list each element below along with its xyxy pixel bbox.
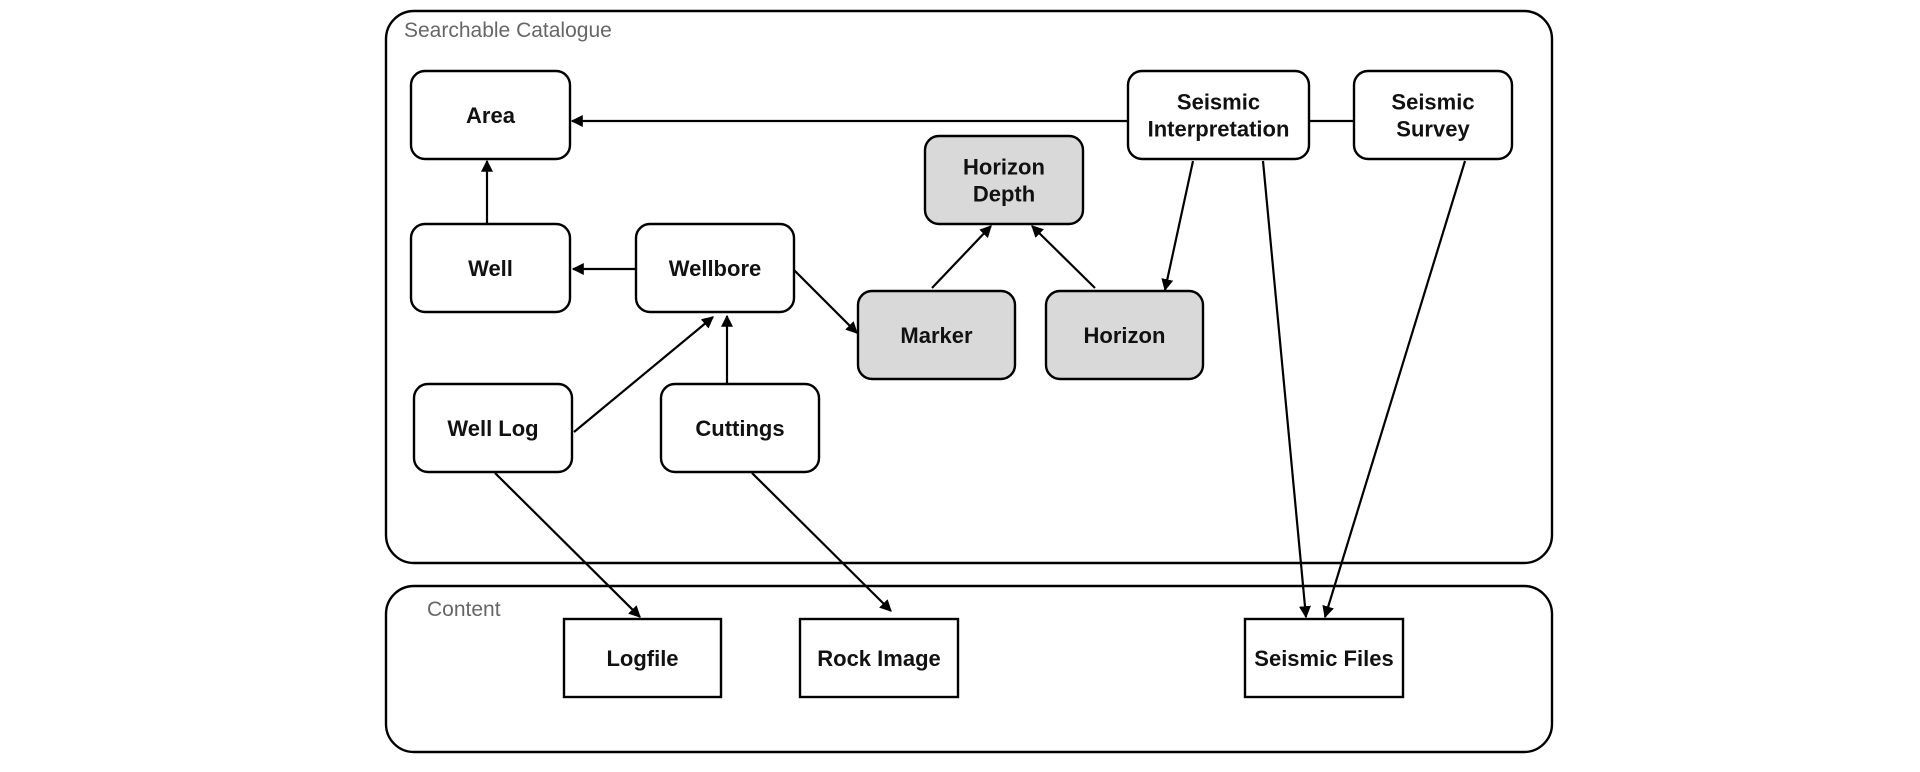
node-well-label: Well — [468, 256, 513, 281]
node-label-line: Wellbore — [669, 256, 762, 281]
node-rock-image-label: Rock Image — [817, 646, 941, 671]
node-logfile-label: Logfile — [606, 646, 678, 671]
node-marker-label: Marker — [900, 323, 973, 348]
node-area-box — [409, 69, 572, 161]
node-label-line: Marker — [900, 323, 973, 348]
node-seismic-survey-box — [1352, 69, 1514, 161]
node-label-line: Well — [468, 256, 513, 281]
edge-well-log-to-wellbore — [573, 316, 714, 433]
node-well-log-label: Well Log — [447, 416, 538, 441]
node-well-log-box — [412, 382, 574, 474]
node-cuttings-box — [659, 382, 821, 474]
edge-seismic-interpretation-to-seismic-files — [1261, 160, 1311, 619]
node-label-line: Seismic — [1391, 90, 1474, 115]
node-label-line: Interpretation — [1148, 117, 1290, 142]
edge-seismic-survey-to-seismic-files — [1322, 160, 1467, 619]
edge-horizon-to-horizon-depth — [1031, 225, 1096, 289]
node-logfile-box — [562, 617, 723, 699]
node-horizon-depth-box — [923, 134, 1085, 226]
edge-marker-to-horizon-depth — [931, 225, 992, 289]
node-logfile[interactable]: Logfile — [562, 617, 723, 699]
edge-wellbore-to-marker — [793, 269, 858, 334]
edge-seismic-interpretation-to-horizon — [1161, 160, 1195, 292]
node-label-line: Logfile — [606, 646, 678, 671]
node-seismic-files-label: Seismic Files — [1254, 646, 1393, 671]
node-well-box — [409, 222, 572, 314]
edge-cuttings-to-rock-image — [751, 472, 892, 612]
node-cuttings-label: Cuttings — [695, 416, 784, 441]
nodes-layer: Area Well Wellbore Well Log Cuttings Hor… — [409, 69, 1514, 699]
node-seismic-files[interactable]: Seismic Files — [1243, 617, 1405, 699]
node-seismic-files-box — [1243, 617, 1405, 699]
node-cuttings[interactable]: Cuttings — [659, 382, 821, 474]
node-rock-image[interactable]: Rock Image — [798, 617, 960, 699]
node-area-label: Area — [466, 103, 516, 128]
node-horizon-box — [1044, 289, 1205, 381]
node-area[interactable]: Area — [409, 69, 572, 161]
node-label-line: Horizon — [1084, 323, 1166, 348]
edge-well-log-to-logfile — [494, 472, 641, 618]
node-wellbore-box — [634, 222, 796, 314]
node-marker-box — [856, 289, 1017, 381]
node-marker[interactable]: Marker — [856, 289, 1017, 381]
edges-layer — [481, 115, 1467, 619]
node-label-line: Depth — [973, 182, 1035, 207]
node-label-line: Seismic — [1177, 90, 1260, 115]
node-label-line: Survey — [1396, 117, 1470, 142]
catalogue-label: Searchable Catalogue — [404, 19, 612, 42]
node-label-line: Rock Image — [817, 646, 941, 671]
node-label-line: Horizon — [963, 155, 1045, 180]
node-wellbore-label: Wellbore — [669, 256, 762, 281]
node-well-log[interactable]: Well Log — [412, 382, 574, 474]
content-label: Content — [427, 598, 501, 621]
node-label-line: Area — [466, 103, 516, 128]
node-well[interactable]: Well — [409, 222, 572, 314]
node-horizon[interactable]: Horizon — [1044, 289, 1205, 381]
node-horizon-label: Horizon — [1084, 323, 1166, 348]
node-rock-image-box — [798, 617, 960, 699]
node-label-line: Seismic Files — [1254, 646, 1393, 671]
node-wellbore[interactable]: Wellbore — [634, 222, 796, 314]
node-label-line: Cuttings — [695, 416, 784, 441]
node-seismic-interpretation-box — [1126, 69, 1311, 161]
node-label-line: Well Log — [447, 416, 538, 441]
